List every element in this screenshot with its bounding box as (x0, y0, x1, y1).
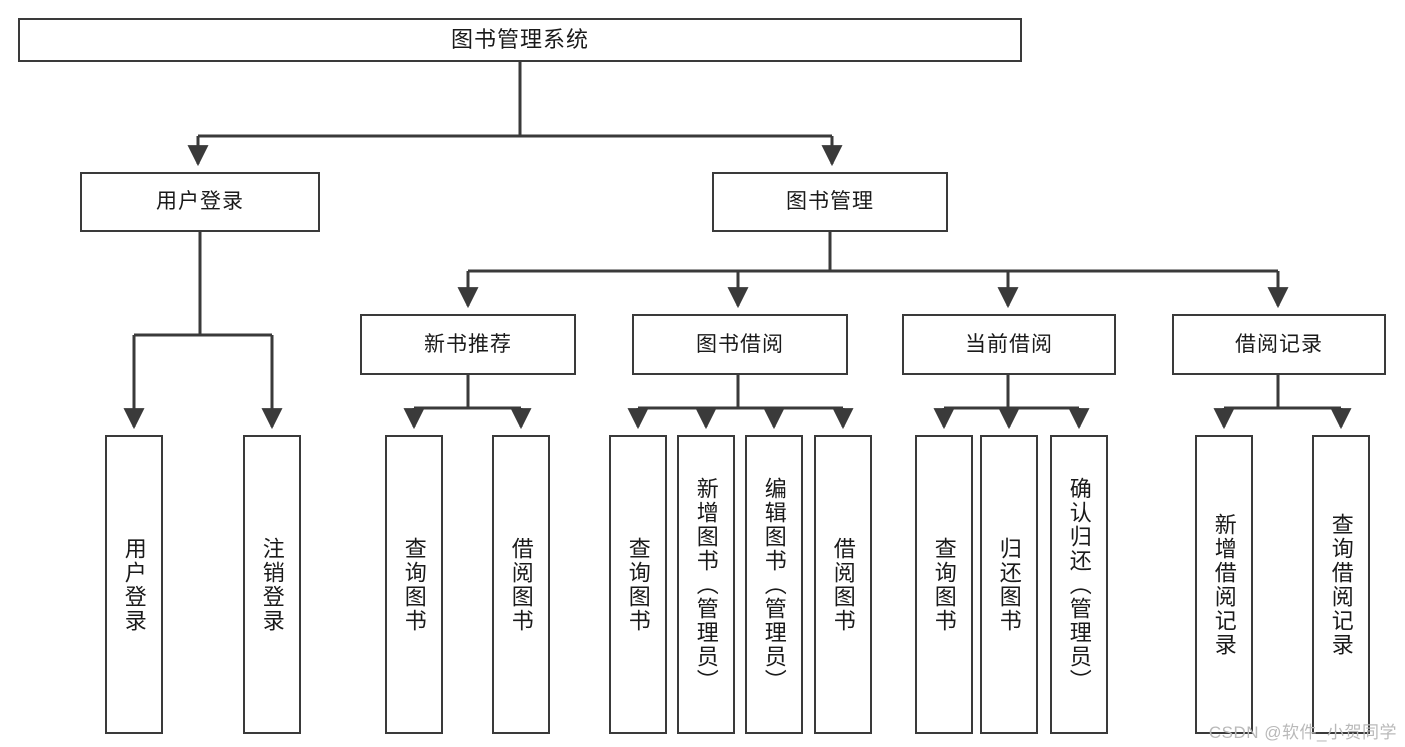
node-label: 借阅图书 (830, 536, 856, 633)
node-label: 注销登录 (259, 536, 285, 633)
node-label: 编辑图书（管理员） (761, 476, 787, 693)
leaf-query-book-current[interactable]: 查询图书 (915, 435, 973, 734)
leaf-confirm-return-admin[interactable]: 确认归还（管理员） (1050, 435, 1108, 734)
node-label: 新书推荐 (424, 332, 512, 356)
leaf-query-book-recommend[interactable]: 查询图书 (385, 435, 443, 734)
node-label: 用户登录 (156, 190, 244, 214)
leaf-query-book[interactable]: 查询图书 (609, 435, 667, 734)
csdn-watermark: CSDN @软件_小贺同学 (1208, 723, 1397, 742)
node-label: 归还图书 (996, 536, 1022, 633)
node-label: 借阅图书 (508, 536, 534, 633)
node-label: 借阅记录 (1235, 332, 1323, 356)
node-user-login[interactable]: 用户登录 (80, 172, 320, 232)
leaf-borrow-book[interactable]: 借阅图书 (814, 435, 872, 734)
leaf-edit-book-admin[interactable]: 编辑图书（管理员） (745, 435, 803, 734)
node-label: 用户登录 (121, 536, 147, 633)
leaf-query-borrow-record[interactable]: 查询借阅记录 (1312, 435, 1370, 734)
node-label: 新增借阅记录 (1211, 512, 1237, 657)
node-label: 当前借阅 (965, 332, 1053, 356)
node-current-borrow[interactable]: 当前借阅 (902, 314, 1116, 375)
node-borrow-record[interactable]: 借阅记录 (1172, 314, 1386, 375)
leaf-borrow-book-recommend[interactable]: 借阅图书 (492, 435, 550, 734)
node-label: 查询图书 (931, 536, 957, 633)
leaf-logout[interactable]: 注销登录 (243, 435, 301, 734)
node-label: 新增图书（管理员） (693, 476, 719, 693)
node-label: 查询图书 (401, 536, 427, 633)
leaf-add-borrow-record[interactable]: 新增借阅记录 (1195, 435, 1253, 734)
node-label: 确认归还（管理员） (1066, 476, 1092, 693)
leaf-user-login[interactable]: 用户登录 (105, 435, 163, 734)
node-label: 图书借阅 (696, 332, 784, 356)
node-book-management[interactable]: 图书管理 (712, 172, 948, 232)
leaf-return-book[interactable]: 归还图书 (980, 435, 1038, 734)
node-label: 图书管理 (786, 190, 874, 214)
leaf-add-book-admin[interactable]: 新增图书（管理员） (677, 435, 735, 734)
node-label: 查询图书 (625, 536, 651, 633)
node-label: 图书管理系统 (450, 26, 589, 52)
node-label: 查询借阅记录 (1328, 512, 1354, 657)
node-book-borrow[interactable]: 图书借阅 (632, 314, 848, 375)
node-root-system[interactable]: 图书管理系统 (18, 18, 1022, 62)
node-new-book-recommend[interactable]: 新书推荐 (360, 314, 576, 375)
